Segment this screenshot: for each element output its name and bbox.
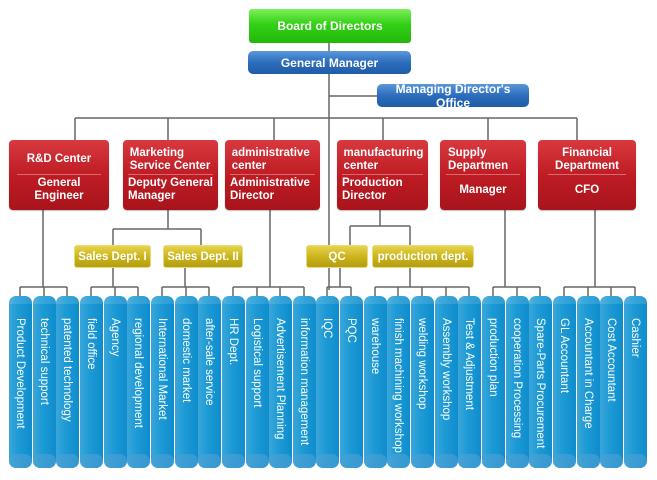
division-rd-center[interactable]: R&D Center General Engineer (9, 140, 109, 210)
division-name: R&D Center (26, 153, 92, 165)
unit-column[interactable]: cooperation Processing (506, 296, 529, 468)
division-head: Administrative Director (230, 177, 310, 202)
unit-column[interactable]: Agency (104, 296, 127, 468)
unit-column[interactable]: patented technology (56, 296, 79, 468)
general-manager-node[interactable]: General Manager (248, 51, 411, 74)
division-name: manufacturing center (343, 146, 424, 172)
unit-column[interactable]: IQC (316, 296, 339, 468)
board-of-directors-node[interactable]: Board of Directors (249, 9, 411, 43)
unit-column[interactable]: International Market (151, 296, 174, 468)
division-name: administrative center (231, 146, 310, 172)
unit-column[interactable]: information management (293, 296, 316, 468)
unit-column[interactable]: Spare-Parts Procurement (529, 296, 552, 468)
unit-column[interactable]: Test & Adjustment (458, 296, 481, 468)
unit-column[interactable]: domestic market (175, 296, 198, 468)
unit-column[interactable]: Accountant in Charge (577, 296, 600, 468)
production-dept-node[interactable]: production dept. (372, 245, 474, 268)
sales-dept-1-node[interactable]: Sales Dept. I (74, 245, 151, 268)
md-office-node[interactable]: Managing Director's Office (377, 81, 529, 110)
division-financial-department[interactable]: Financial Department CFO (538, 140, 636, 210)
unit-column[interactable]: technical support (33, 296, 56, 468)
unit-column[interactable]: Product Development (9, 296, 32, 468)
unit-column[interactable]: HR Dept. (222, 296, 245, 468)
board-of-directors-label: Board of Directors (277, 19, 383, 33)
qc-label: QC (328, 250, 346, 263)
unit-column[interactable]: after-sale service (198, 296, 221, 468)
division-head: Production Director (342, 177, 403, 202)
division-name: Marketing Service Center (129, 146, 211, 172)
division-head: Manager (459, 183, 507, 196)
division-head: General Engineer (34, 177, 84, 202)
unit-column[interactable]: welding workshop (411, 296, 434, 468)
division-marketing-service-center[interactable]: Marketing Service Center Deputy General … (123, 140, 218, 210)
division-name: Financial Department (555, 146, 619, 172)
unit-column[interactable]: Logistical support (246, 296, 269, 468)
general-manager-label: General Manager (280, 55, 379, 70)
unit-column[interactable]: regional development (127, 296, 150, 468)
division-supply-department[interactable]: Supply Departmen Manager (440, 140, 526, 210)
unit-column[interactable]: warehouse (364, 296, 387, 468)
unit-column[interactable]: GL Accountant (553, 296, 576, 468)
unit-column[interactable]: Cost Accountant (600, 296, 623, 468)
sales-dept-2-node[interactable]: Sales Dept. II (163, 245, 243, 268)
production-dept-label: production dept. (377, 250, 469, 263)
unit-column[interactable]: Assembly workshop (435, 296, 458, 468)
division-manufacturing-center[interactable]: manufacturing center Production Director (337, 140, 428, 210)
md-office-label: Managing Director's Office (395, 81, 511, 110)
sales-dept-1-label: Sales Dept. I (78, 250, 147, 263)
unit-column[interactable]: production plan (482, 296, 505, 468)
sales-dept-2-label: Sales Dept. II (167, 250, 239, 263)
division-administrative-center[interactable]: administrative center Administrative Dir… (225, 140, 320, 210)
division-name: Supply Departmen (448, 146, 509, 172)
qc-node[interactable]: QC (306, 245, 368, 268)
division-head: Deputy General Manager (128, 177, 213, 202)
unit-column[interactable]: Advertisement Planning (269, 296, 292, 468)
unit-column[interactable]: field office (80, 296, 103, 468)
unit-column[interactable]: Cashier (624, 296, 647, 468)
division-head: CFO (574, 183, 600, 196)
unit-column[interactable]: PQC (340, 296, 363, 468)
unit-column[interactable]: finish machining workshop (387, 296, 410, 468)
